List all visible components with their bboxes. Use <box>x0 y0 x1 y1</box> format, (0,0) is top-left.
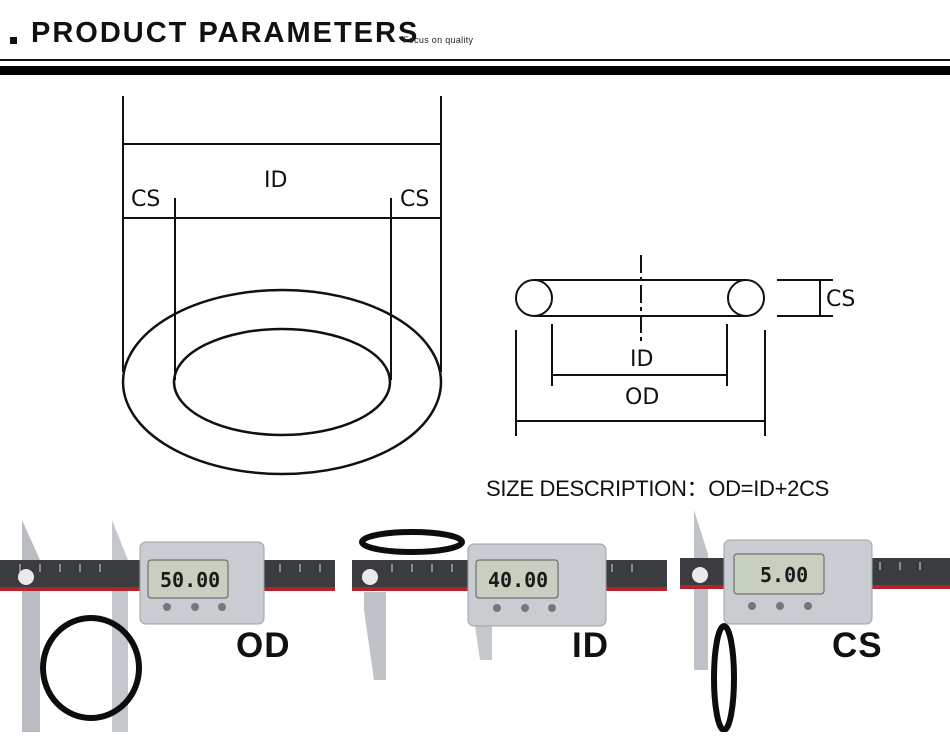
ring-cs-right-label: CS <box>400 187 429 212</box>
size-description: SIZE DESCRIPTION：OD=ID+2CS <box>486 476 830 501</box>
header-divider-thin <box>0 59 950 61</box>
page-subtitle: Focus on quality <box>403 35 474 45</box>
caliper-od-icon: 50.00 <box>0 520 335 732</box>
od-measure-label: OD <box>236 626 291 665</box>
section-id-label: ID <box>630 347 653 372</box>
od-lcd-reading: 50.00 <box>160 568 220 592</box>
ring-perspective-diagram <box>121 96 443 476</box>
cs-lcd-reading: 5.00 <box>760 563 808 587</box>
id-lcd-reading: 40.00 <box>488 568 548 592</box>
section-left-circle <box>515 279 553 317</box>
section-od-label: OD <box>625 385 659 410</box>
ring-inner-ellipse <box>172 327 392 437</box>
header: PRODUCT PARAMETERS Focus on quality <box>0 0 950 80</box>
ring-cs-left-label: CS <box>131 187 160 212</box>
page-title: PRODUCT PARAMETERS <box>31 17 420 49</box>
id-measure-label: ID <box>572 626 609 665</box>
ring-outer-ellipse <box>121 288 443 476</box>
caliper-photo-id: 40.00 ID <box>352 520 672 732</box>
caliper-id-icon: 40.00 <box>352 529 667 680</box>
caliper-cs-icon: 5.00 <box>680 510 950 733</box>
cs-measure-label: CS <box>832 626 883 665</box>
caliper-photo-od: 50.00 OD <box>0 520 340 732</box>
caliper-photo-cs: 5.00 CS <box>680 510 950 733</box>
header-divider-thick <box>0 66 950 75</box>
cross-section-diagram <box>515 255 833 436</box>
section-right-circle <box>727 279 765 317</box>
ring-id-label: ID <box>264 168 287 193</box>
title-bullet <box>10 37 17 44</box>
section-cs-label: CS <box>826 287 855 312</box>
